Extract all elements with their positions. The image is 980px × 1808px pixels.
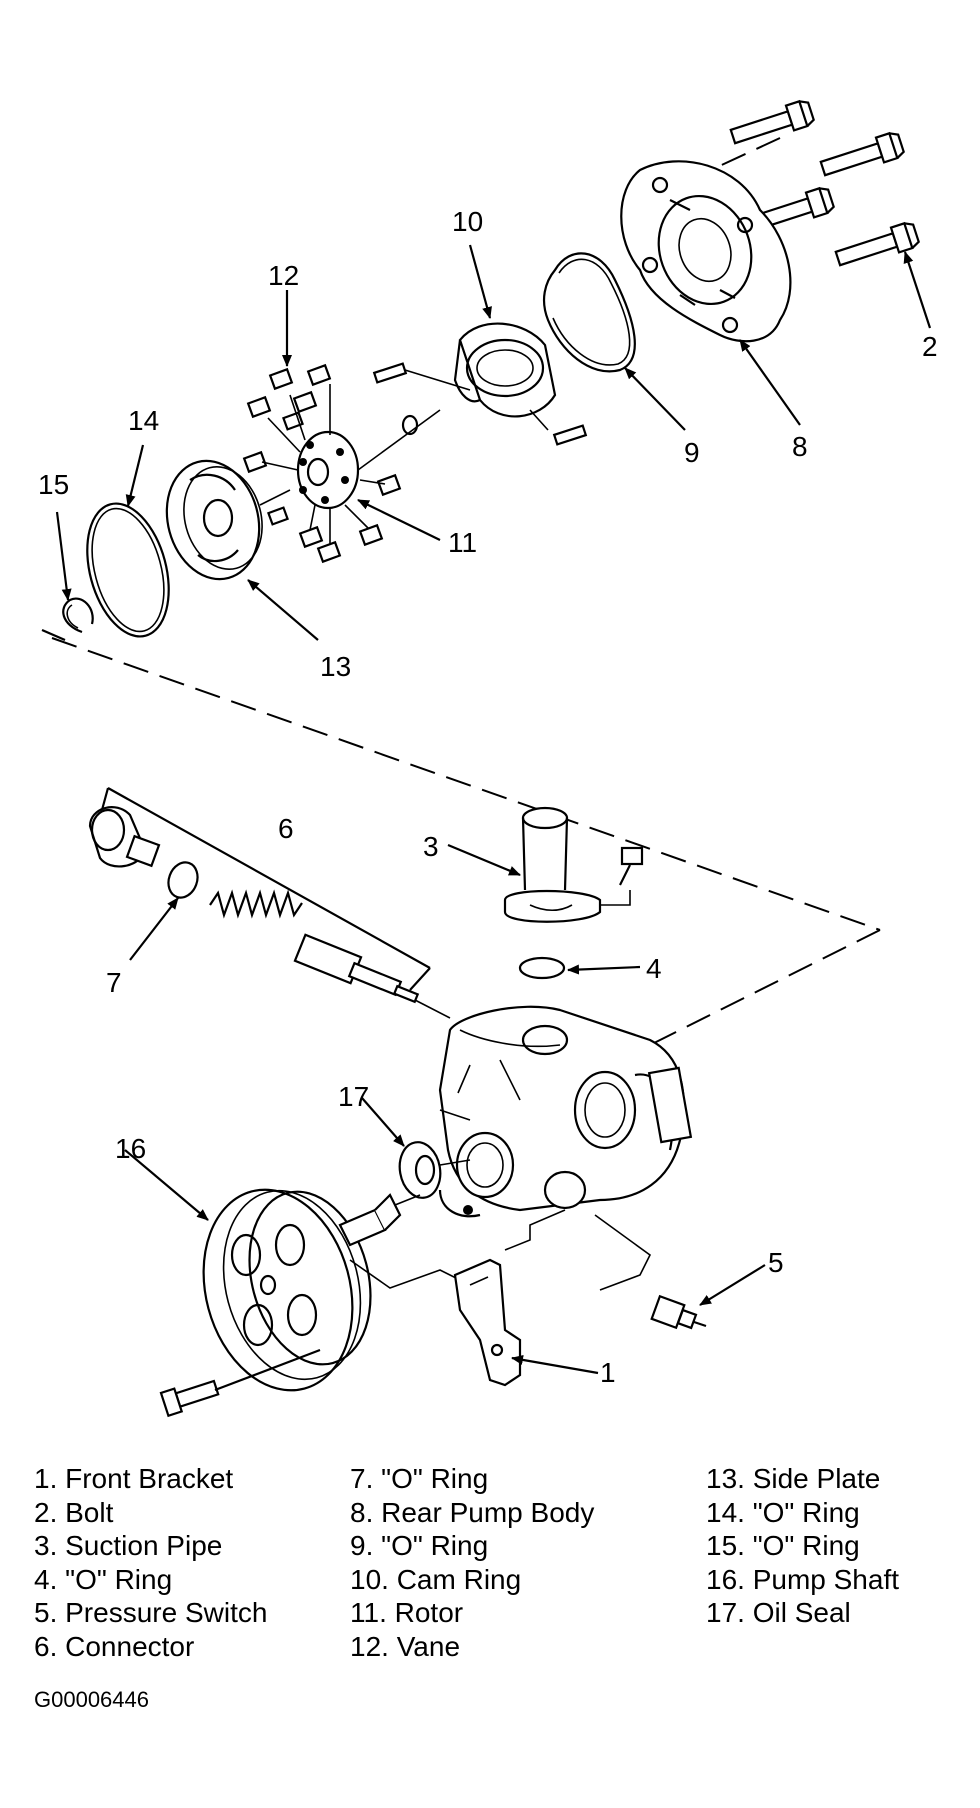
- callout-15: 15: [38, 469, 69, 500]
- callout-12: 12: [268, 260, 299, 291]
- legend-item: 3. Suction Pipe: [34, 1530, 223, 1561]
- vanes: [242, 363, 402, 564]
- o-ring-14: [86, 502, 170, 638]
- legend-item: 4. "O" Ring: [34, 1563, 173, 1595]
- callout-13: 13: [320, 651, 351, 682]
- legend-item: 9. "O" Ring: [350, 1530, 489, 1561]
- oil-seal: [398, 1141, 471, 1199]
- callout-16: 16: [115, 1133, 146, 1164]
- o-ring-9: [542, 252, 636, 373]
- front-bolt: [159, 1348, 321, 1418]
- callout-labels: 1 2 3 4 5 6 7 8 9 10 11 12 13 14 15 16 1…: [38, 206, 938, 1388]
- callout-3: 3: [423, 831, 439, 862]
- callout-5: 5: [768, 1247, 784, 1278]
- legend-item: 16. Pump Shaft: [706, 1563, 900, 1595]
- o-ring-15: [62, 597, 94, 634]
- side-plate: [165, 459, 291, 581]
- callout-7: 7: [106, 967, 122, 998]
- legend-item: 5. Pressure Switch: [34, 1597, 268, 1628]
- legend-item: 2. Bolt: [34, 1496, 114, 1528]
- pressure-switch: [594, 1214, 707, 1330]
- legend-item: 13. Side Plate: [706, 1463, 881, 1494]
- legend-item: 10. Cam Ring: [350, 1563, 522, 1595]
- callout-9: 9: [684, 437, 700, 468]
- figure-id: G00006446: [34, 1687, 149, 1712]
- callout-8: 8: [792, 431, 808, 462]
- callout-1: 1: [600, 1357, 616, 1388]
- front-bracket: [453, 1209, 566, 1387]
- exploded-pump-diagram: 1 2 3 4 5 6 7 8 9 10 11 12 13 14 15 16 1…: [38, 99, 938, 1418]
- rear-pump-body: [620, 160, 792, 343]
- legend-column-2: 7. "O" Ring 8. Rear Pump Body 9. "O" Rin…: [350, 1462, 594, 1663]
- callout-11: 11: [448, 527, 477, 558]
- cam-ring: [372, 322, 588, 446]
- o-ring-4: [518, 956, 566, 980]
- leader-arrows: [55, 244, 932, 1375]
- pulley: [202, 1188, 471, 1392]
- legend-item: 14. "O" Ring: [706, 1496, 860, 1528]
- legend-item: 8. Rear Pump Body: [350, 1496, 595, 1528]
- callout-14: 14: [128, 405, 159, 436]
- legend-item: 15. "O" Ring: [706, 1530, 860, 1561]
- legend-item: 12. Vane: [350, 1630, 461, 1662]
- callout-4: 4: [646, 953, 662, 984]
- legend-item: 17. Oil Seal: [706, 1597, 851, 1628]
- upper-axis-line: [41, 628, 881, 1051]
- pump-housing: [438, 1005, 693, 1218]
- callout-10: 10: [452, 206, 483, 237]
- legend-column-1: 1. Front Bracket 2. Bolt 3. Suction Pipe…: [34, 1462, 267, 1663]
- callout-2: 2: [922, 331, 938, 362]
- callout-17: 17: [338, 1081, 369, 1112]
- rotor: [296, 409, 441, 510]
- legend-item: 6. Connector: [34, 1630, 195, 1662]
- callout-6: 6: [278, 813, 294, 844]
- connector-assembly: [88, 787, 451, 1019]
- legend-item: 1. Front Bracket: [34, 1463, 234, 1494]
- legend-item: 7. "O" Ring: [350, 1463, 489, 1494]
- suction-pipe: [503, 806, 644, 923]
- legend-item: 11. Rotor: [350, 1597, 464, 1628]
- legend-column-3: 13. Side Plate 14. "O" Ring 15. "O" Ring…: [706, 1462, 899, 1630]
